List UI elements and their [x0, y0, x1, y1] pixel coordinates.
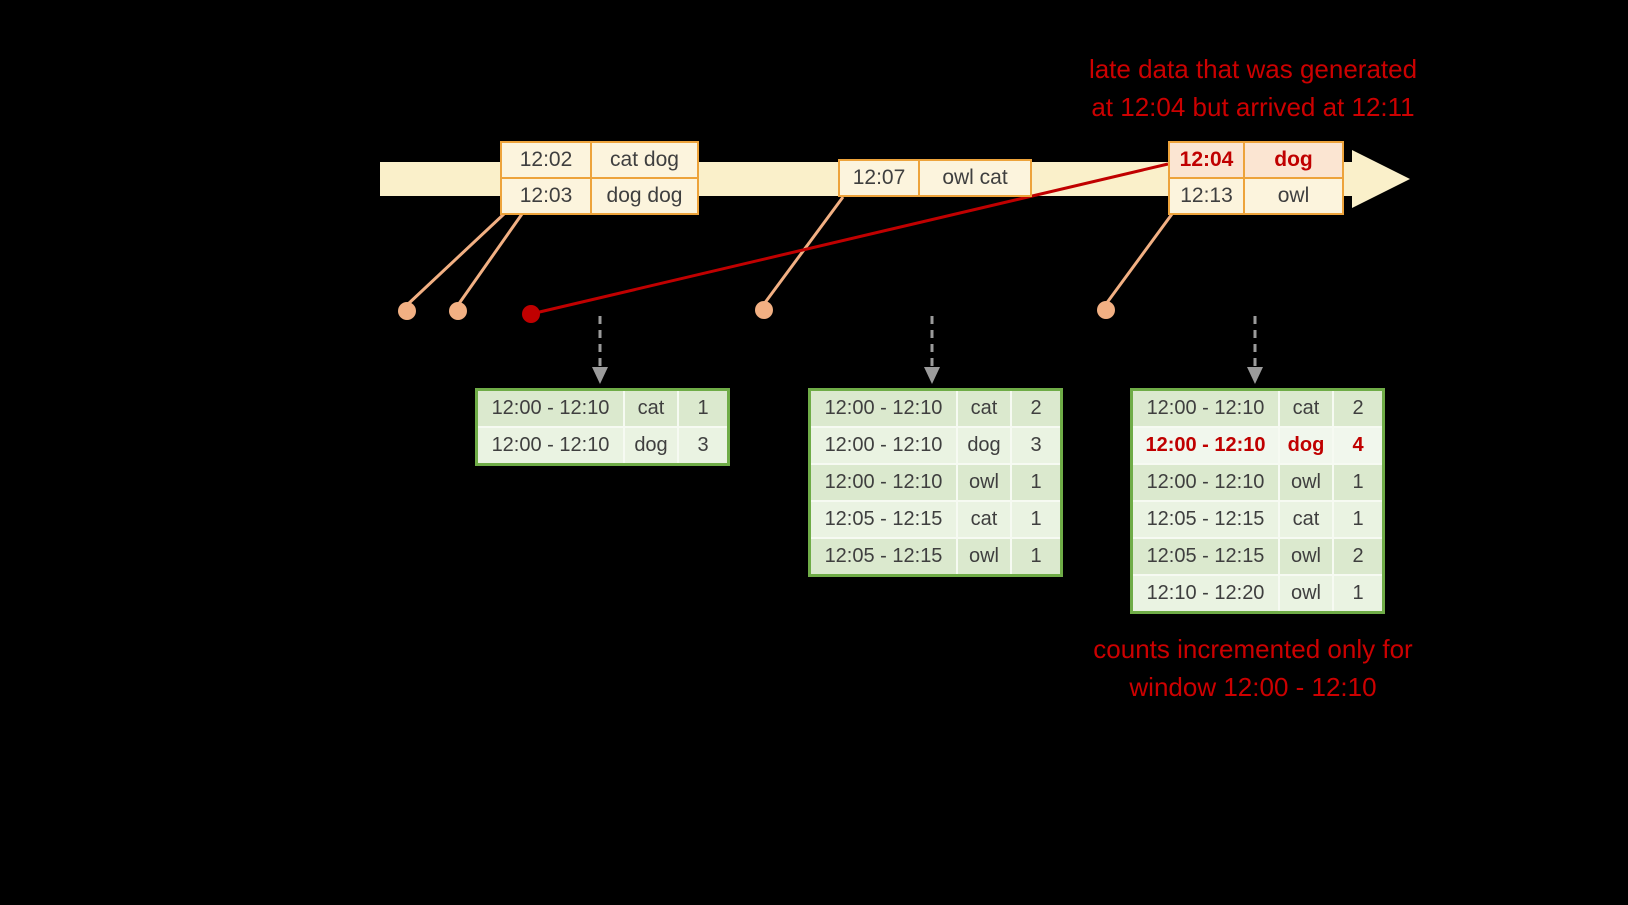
late-data-note: late data that was generated at 12:04 bu…	[1023, 50, 1483, 126]
event-time: 12:04	[1170, 143, 1243, 177]
event-words: dog dog	[592, 179, 697, 213]
result-count: 1	[679, 391, 727, 426]
result-count: 2	[1012, 391, 1060, 426]
result-window: 12:00 - 12:10	[811, 391, 956, 426]
result-row: 12:05 - 12:15 cat 1	[811, 502, 1060, 537]
result-row: 12:00 - 12:10 dog 3	[811, 428, 1060, 463]
late-data-line	[530, 162, 1169, 316]
timeline-arrowhead-icon	[1352, 150, 1410, 208]
result-window: 12:00 - 12:10	[1133, 391, 1278, 426]
result-word: owl	[1280, 539, 1332, 574]
event-table-2: 12:07 owl cat	[838, 159, 1032, 197]
arrival-dot-1207	[755, 301, 773, 319]
result-word: owl	[958, 539, 1010, 574]
result-word: owl	[958, 465, 1010, 500]
event-time: 12:13	[1170, 179, 1243, 213]
result-count: 2	[1334, 391, 1382, 426]
event-table-1: 12:02 cat dog 12:03 dog dog	[500, 141, 699, 215]
result-row: 12:00 - 12:10 cat 1	[478, 391, 727, 426]
result-window: 12:05 - 12:15	[811, 539, 956, 574]
result-row: 12:05 - 12:15 cat 1	[1133, 502, 1382, 537]
result-window: 12:00 - 12:10	[1133, 428, 1278, 463]
result-word: owl	[1280, 465, 1332, 500]
counts-note-line1: counts incremented only for	[1093, 634, 1413, 664]
result-row: 12:00 - 12:10 cat 2	[811, 391, 1060, 426]
connector-line-1202	[405, 212, 506, 307]
event-row-late: 12:04 dog	[1170, 143, 1342, 177]
event-words: owl cat	[920, 161, 1030, 195]
event-time: 12:03	[502, 179, 590, 213]
result-word: dog	[625, 428, 677, 463]
trigger-arrowhead-icon-3	[1247, 367, 1263, 384]
result-window: 12:05 - 12:15	[1133, 539, 1278, 574]
connector-line-1203	[456, 213, 524, 306]
late-data-note-line2: at 12:04 but arrived at 12:11	[1091, 92, 1415, 122]
late-data-dot	[522, 305, 540, 323]
result-row: 12:05 - 12:15 owl 1	[811, 539, 1060, 574]
result-row: 12:10 - 12:20 owl 1	[1133, 576, 1382, 611]
result-count: 1	[1334, 502, 1382, 537]
event-words: cat dog	[592, 143, 697, 177]
result-count: 1	[1012, 502, 1060, 537]
result-row: 12:00 - 12:10 dog 3	[478, 428, 727, 463]
event-table-3: 12:04 dog 12:13 owl	[1168, 141, 1344, 215]
result-window: 12:00 - 12:10	[478, 428, 623, 463]
result-word: cat	[625, 391, 677, 426]
trigger-arrowhead-icon-1	[592, 367, 608, 384]
result-count: 4	[1334, 428, 1382, 463]
event-row: 12:07 owl cat	[840, 161, 1030, 195]
result-word: cat	[958, 502, 1010, 537]
event-row: 12:02 cat dog	[502, 143, 697, 177]
result-window: 12:10 - 12:20	[1133, 576, 1278, 611]
result-word: dog	[958, 428, 1010, 463]
result-window: 12:00 - 12:10	[478, 391, 623, 426]
late-data-note-line1: late data that was generated	[1088, 54, 1418, 84]
arrival-dot-1213	[1097, 301, 1115, 319]
result-window: 12:00 - 12:10	[811, 465, 956, 500]
result-row: 12:00 - 12:10 cat 2	[1133, 391, 1382, 426]
arrival-dot-1202	[398, 302, 416, 320]
result-word: dog	[1280, 428, 1332, 463]
result-word: cat	[958, 391, 1010, 426]
counts-incremented-note: counts incremented only for window 12:00…	[1023, 630, 1483, 706]
result-word: cat	[1280, 391, 1332, 426]
event-words: dog	[1245, 143, 1342, 177]
result-word: cat	[1280, 502, 1332, 537]
result-count: 2	[1334, 539, 1382, 574]
result-row-updated: 12:00 - 12:10 dog 4	[1133, 428, 1382, 463]
result-count: 1	[1334, 465, 1382, 500]
event-time: 12:07	[840, 161, 918, 195]
arrival-dot-1203	[449, 302, 467, 320]
result-table-3: 12:00 - 12:10 cat 2 12:00 - 12:10 dog 4 …	[1130, 388, 1385, 614]
result-count: 1	[1334, 576, 1382, 611]
event-words: owl	[1245, 179, 1342, 213]
result-window: 12:05 - 12:15	[1133, 502, 1278, 537]
event-row: 12:03 dog dog	[502, 179, 697, 213]
event-time: 12:02	[502, 143, 590, 177]
result-table-1: 12:00 - 12:10 cat 1 12:00 - 12:10 dog 3	[475, 388, 730, 466]
result-window: 12:00 - 12:10	[811, 428, 956, 463]
result-row: 12:00 - 12:10 owl 1	[1133, 465, 1382, 500]
result-table-2: 12:00 - 12:10 cat 2 12:00 - 12:10 dog 3 …	[808, 388, 1063, 577]
result-count: 3	[1012, 428, 1060, 463]
result-count: 3	[679, 428, 727, 463]
result-count: 1	[1012, 465, 1060, 500]
result-window: 12:05 - 12:15	[811, 502, 956, 537]
result-count: 1	[1012, 539, 1060, 574]
result-window: 12:00 - 12:10	[1133, 465, 1278, 500]
event-row: 12:13 owl	[1170, 179, 1342, 213]
counts-note-line2: window 12:00 - 12:10	[1129, 672, 1377, 702]
connector-line-1213	[1104, 213, 1174, 305]
result-row: 12:00 - 12:10 owl 1	[811, 465, 1060, 500]
trigger-arrowhead-icon-2	[924, 367, 940, 384]
result-word: owl	[1280, 576, 1332, 611]
result-row: 12:05 - 12:15 owl 2	[1133, 539, 1382, 574]
